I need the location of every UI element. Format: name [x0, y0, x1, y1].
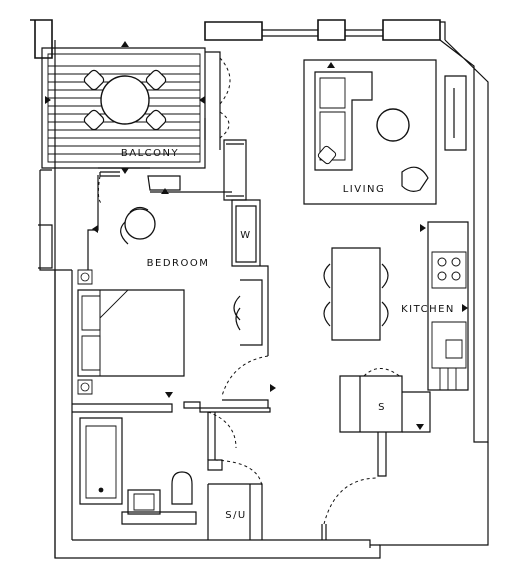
sink-icon: [431, 321, 467, 369]
arrow-up-icon: [161, 188, 169, 194]
basin-icon: [127, 489, 161, 515]
room-label-kitchen: KITCHEN: [401, 304, 455, 315]
arrow-right-icon: [420, 224, 426, 232]
bed-icon: [77, 289, 185, 377]
room-label-store: S: [378, 402, 386, 413]
room-label-wardrobe: W: [240, 230, 251, 241]
living-room: [223, 59, 467, 205]
bathroom: [72, 403, 197, 525]
arrow-down-icon: [416, 424, 424, 430]
arrow-right-icon: [199, 96, 205, 104]
storage-utility: [207, 483, 263, 540]
room-label-bedroom: BEDROOM: [147, 258, 210, 269]
arrow-left-icon: [270, 384, 276, 392]
arrow-down-icon: [165, 392, 173, 398]
arrow-down-icon: [121, 168, 129, 174]
balcony: [41, 41, 231, 194]
arrow-right-icon: [462, 304, 468, 312]
arrow-up-icon: [327, 62, 335, 68]
dining-table-icon: [323, 247, 389, 341]
dining-table-icon: [83, 69, 167, 131]
room-label-balcony: BALCONY: [121, 148, 179, 159]
room-label-storage-utility: S/U: [225, 510, 247, 521]
bedroom: [77, 175, 269, 398]
coffee-table: [376, 108, 410, 142]
arrow-left-icon: [92, 225, 98, 233]
hob-icon: [431, 251, 467, 289]
arrow-left-icon: [45, 96, 51, 104]
armchair: [401, 166, 429, 192]
bath-icon: [79, 417, 123, 505]
outer-walls: [30, 19, 489, 559]
toilet-icon: [171, 471, 193, 505]
room-label-living: LIVING: [343, 184, 386, 195]
arrow-up-icon: [121, 41, 129, 47]
hallway: [183, 355, 276, 487]
sofa-icon: [314, 71, 373, 171]
desk-chair-icon: [120, 206, 156, 245]
store: [321, 368, 431, 540]
kitchen: [323, 221, 469, 391]
